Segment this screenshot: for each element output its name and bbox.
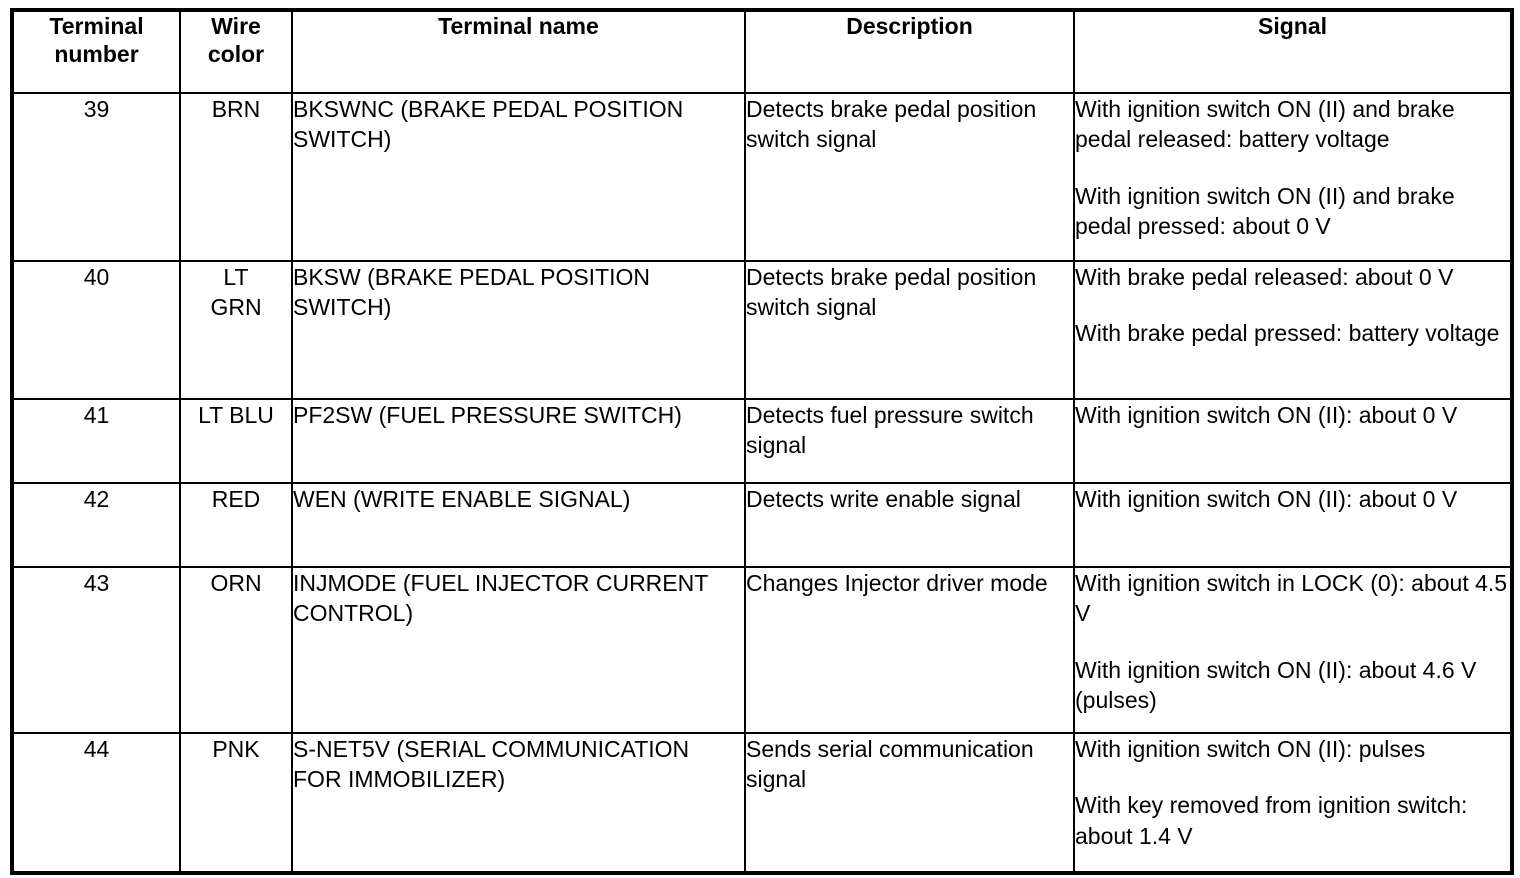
wire-color-line1: BRN — [211, 96, 261, 122]
signal-paragraph: With brake pedal pressed: battery voltag… — [1075, 320, 1500, 347]
table-row: 39 BRN BKSWNC (BRAKE PEDAL POSITION SWIT… — [11, 92, 1513, 262]
signal-paragraph: With ignition switch ON (II): about 4.6 … — [1075, 656, 1477, 714]
column-header-wire-color: Wire color — [179, 9, 293, 94]
terminal-spec-table: Terminal number Wire color Terminal name… — [10, 8, 1514, 875]
cell-description: Changes Injector driver mode — [744, 566, 1075, 734]
cell-terminal-name: INJMODE (FUEL INJECTOR CURRENT CONTROL) — [291, 566, 746, 734]
column-header-wire-color-line2: color — [207, 41, 265, 68]
table-row: 40 LT GRN BKSW (BRAKE PEDAL POSITION SWI… — [11, 260, 1513, 400]
wire-color-line2: GRN — [210, 294, 262, 321]
column-header-terminal-number-line2: number — [54, 41, 139, 68]
column-header-terminal-number: Terminal number — [11, 9, 181, 94]
table-row: 42 RED WEN (WRITE ENABLE SIGNAL) Detects… — [11, 482, 1513, 568]
wire-color-line1: PNK — [212, 736, 260, 762]
column-header-terminal-name: Terminal name — [291, 9, 746, 94]
table-row: 44 PNK S-NET5V (SERIAL COMMUNICATION FOR… — [11, 732, 1513, 874]
cell-terminal-number: 44 — [11, 732, 181, 874]
column-header-signal-line1: Signal — [1257, 13, 1327, 39]
cell-signal: With ignition switch ON (II): about 0 V — [1073, 398, 1513, 484]
table-row: 43 ORN INJMODE (FUEL INJECTOR CURRENT CO… — [11, 566, 1513, 734]
table-row: 41 LT BLU PF2SW (FUEL PRESSURE SWITCH) D… — [11, 398, 1513, 484]
column-header-terminal-name-line1: Terminal name — [438, 13, 599, 39]
cell-terminal-name: BKSW (BRAKE PEDAL POSITION SWITCH) — [291, 260, 746, 400]
column-header-signal: Signal — [1073, 9, 1513, 94]
cell-wire-color: LT GRN — [179, 260, 293, 400]
cell-wire-color: LT BLU — [179, 398, 293, 484]
signal-paragraph: With ignition switch ON (II): about 0 V — [1075, 402, 1458, 428]
signal-paragraph: With brake pedal released: about 0 V — [1075, 264, 1454, 290]
wire-color-line1: LT — [223, 264, 249, 290]
cell-terminal-name: PF2SW (FUEL PRESSURE SWITCH) — [291, 398, 746, 484]
cell-description: Detects brake pedal position switch sign… — [744, 260, 1075, 400]
wire-color-line1: RED — [211, 486, 261, 512]
cell-description: Detects fuel pressure switch signal — [744, 398, 1075, 484]
header-row: Terminal number Wire color Terminal name… — [11, 9, 1513, 94]
cell-signal: With ignition switch in LOCK (0): about … — [1073, 566, 1513, 734]
cell-terminal-number: 39 — [11, 92, 181, 262]
table-body: 39 BRN BKSWNC (BRAKE PEDAL POSITION SWIT… — [11, 92, 1513, 874]
cell-description: Detects brake pedal position switch sign… — [744, 92, 1075, 262]
cell-wire-color: BRN — [179, 92, 293, 262]
cell-description: Sends serial communication signal — [744, 732, 1075, 874]
signal-paragraph: With ignition switch ON (II) and brake p… — [1075, 96, 1455, 153]
signal-paragraph: With ignition switch in LOCK (0): about … — [1075, 570, 1508, 627]
cell-signal: With ignition switch ON (II) and brake p… — [1073, 92, 1513, 262]
cell-wire-color: PNK — [179, 732, 293, 874]
column-header-wire-color-line1: Wire — [211, 13, 261, 39]
column-header-terminal-number-line1: Terminal — [49, 13, 144, 39]
signal-paragraph: With ignition switch ON (II): pulses — [1075, 736, 1426, 762]
cell-signal: With ignition switch ON (II): about 0 V — [1073, 482, 1513, 568]
column-header-description-line1: Description — [846, 13, 973, 39]
wire-color-line1: LT BLU — [198, 402, 274, 428]
column-header-description: Description — [744, 9, 1075, 94]
cell-terminal-name: BKSWNC (BRAKE PEDAL POSITION SWITCH) — [291, 92, 746, 262]
cell-terminal-name: S-NET5V (SERIAL COMMUNICATION FOR IMMOBI… — [291, 732, 746, 874]
cell-wire-color: ORN — [179, 566, 293, 734]
signal-paragraph: With ignition switch ON (II) and brake p… — [1075, 182, 1455, 240]
signal-paragraph: With key removed from ignition switch: a… — [1075, 792, 1468, 849]
cell-wire-color: RED — [179, 482, 293, 568]
signal-paragraph: With ignition switch ON (II): about 0 V — [1075, 486, 1458, 512]
cell-signal: With ignition switch ON (II): pulses Wit… — [1073, 732, 1513, 874]
cell-description: Detects write enable signal — [744, 482, 1075, 568]
cell-terminal-name: WEN (WRITE ENABLE SIGNAL) — [291, 482, 746, 568]
cell-terminal-number: 43 — [11, 566, 181, 734]
wire-color-line1: ORN — [210, 570, 262, 596]
cell-signal: With brake pedal released: about 0 V Wit… — [1073, 260, 1513, 400]
table-header: Terminal number Wire color Terminal name… — [11, 9, 1513, 94]
cell-terminal-number: 41 — [11, 398, 181, 484]
cell-terminal-number: 40 — [11, 260, 181, 400]
cell-terminal-number: 42 — [11, 482, 181, 568]
